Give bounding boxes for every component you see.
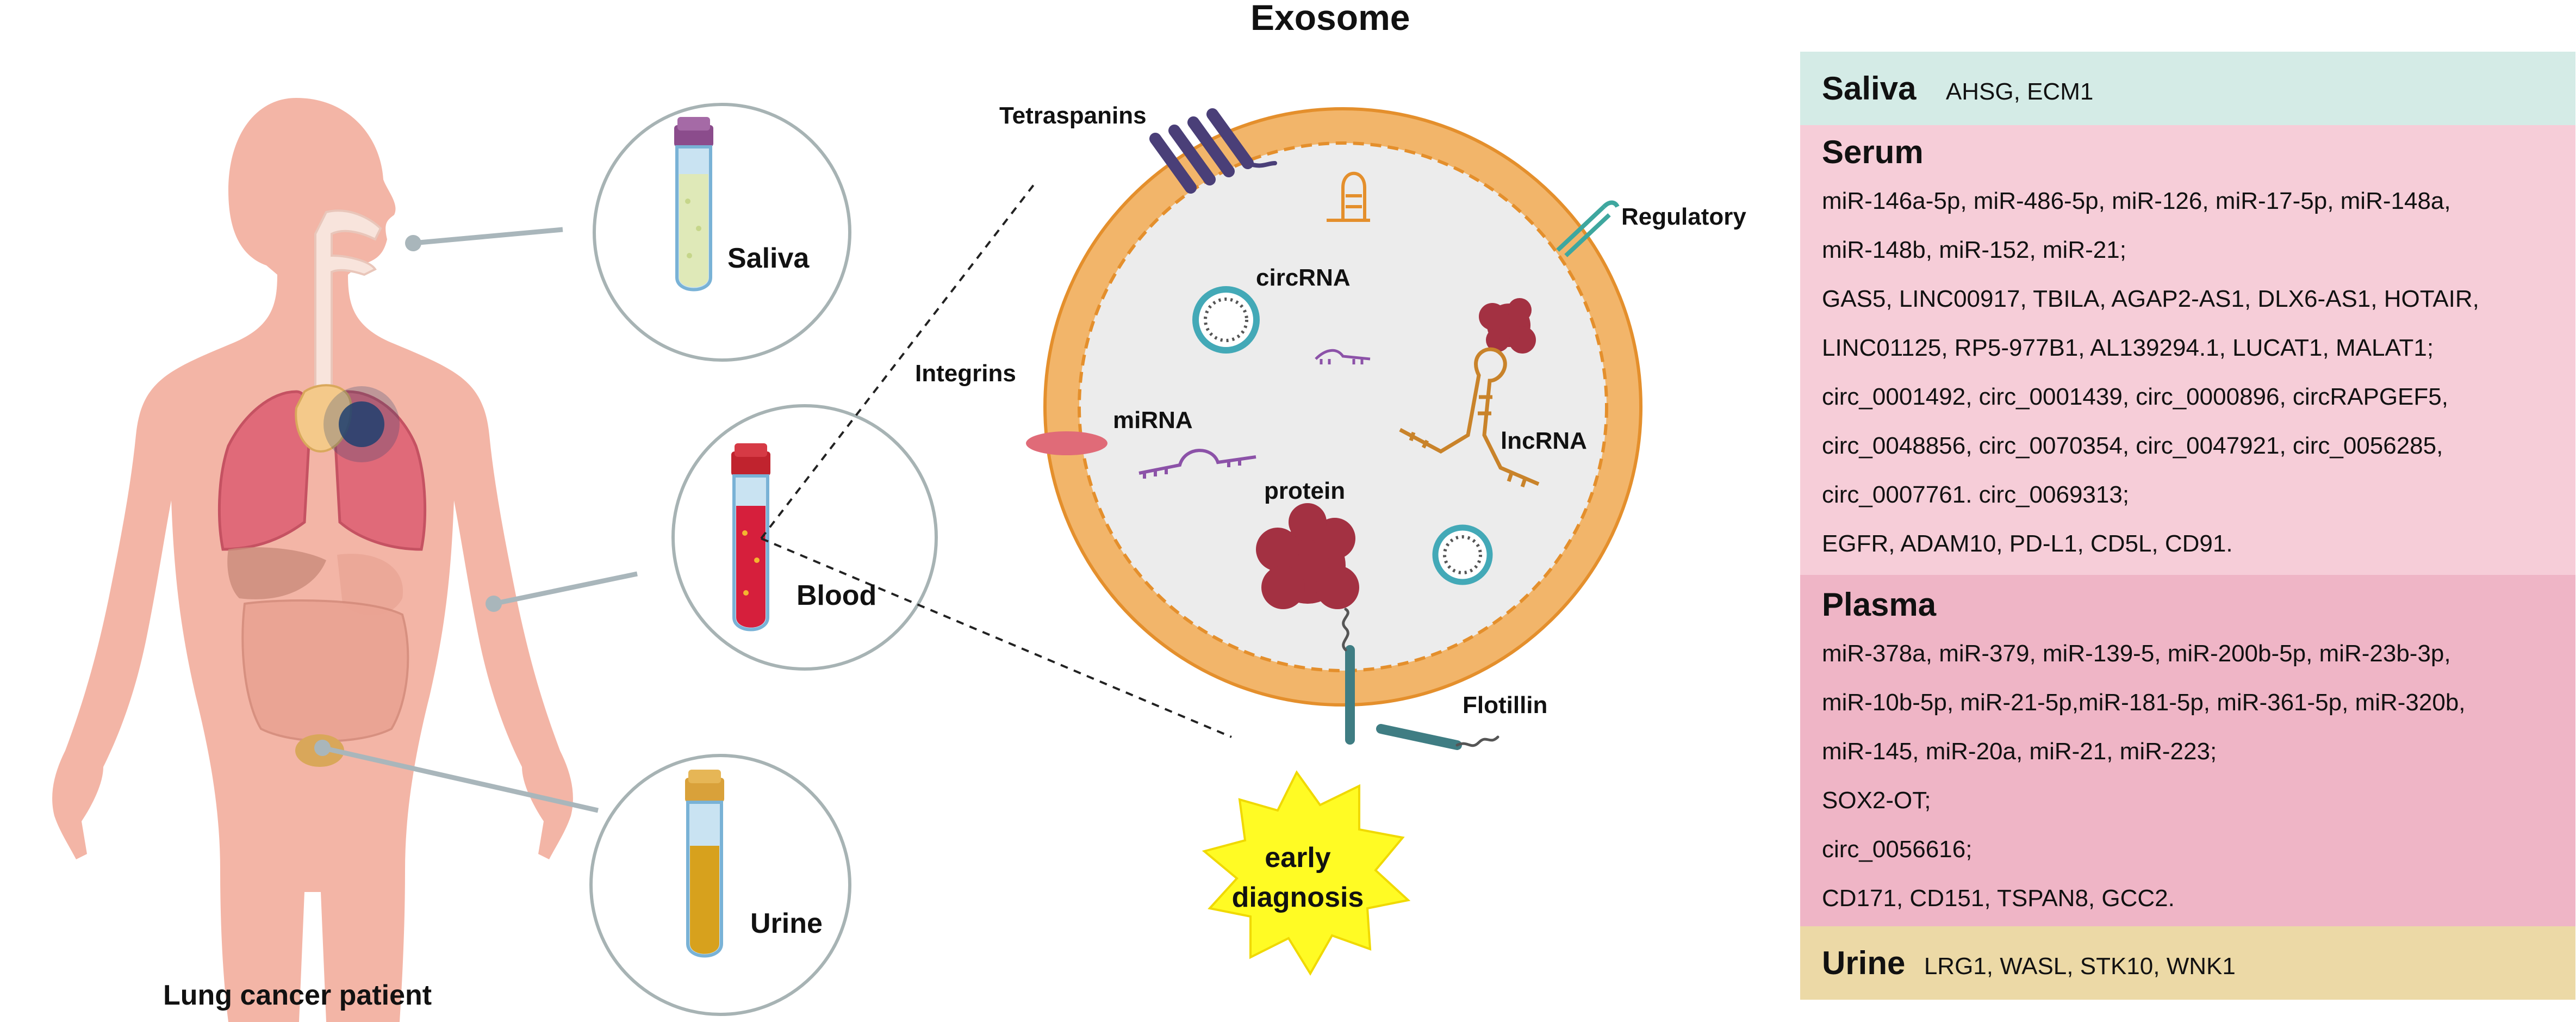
stomach — [337, 554, 403, 616]
blood-sample-circle — [671, 404, 938, 671]
panel-serum-list: miR-146a-5p, miR-486-5p, miR-126, miR-17… — [1822, 177, 2575, 568]
serum-line: GAS5, LINC00917, TBILA, AGAP2-AS1, DLX6-… — [1822, 286, 2479, 312]
human-body-figure — [52, 98, 573, 1022]
serum-line: miR-148b, miR-152, miR-21; — [1822, 237, 2126, 263]
serum-line: LINC01125, RP5-977B1, AL139294.1, LUCAT1… — [1822, 335, 2434, 361]
flotillin-protein — [1342, 608, 1499, 750]
serum-line: miR-146a-5p, miR-486-5p, miR-126, miR-17… — [1822, 188, 2451, 214]
urine-sample-label: Urine — [750, 908, 823, 939]
sample-connectors — [314, 227, 638, 813]
mirna-molecule-small — [1315, 349, 1371, 364]
regulatory-label: Regulatory — [1621, 203, 1746, 230]
plasma-line: miR-10b-5p, miR-21-5p,miR-181-5p, miR-36… — [1822, 689, 2466, 716]
lncrna-label: lncRNA — [1501, 428, 1587, 454]
intestines — [241, 599, 409, 742]
zoom-lines — [760, 181, 1232, 738]
early-diagnosis-star — [1202, 770, 1411, 976]
tumor-spot — [339, 401, 384, 447]
panel-serum-bg — [1800, 125, 2575, 575]
hairpin-rna-top — [1327, 171, 1370, 222]
protein-cluster-large — [1256, 503, 1359, 609]
blood-tube-cap — [731, 451, 770, 476]
connector-urine — [322, 745, 599, 813]
panel-saliva-bg — [1800, 52, 2575, 125]
plasma-line: SOX2-OT; — [1822, 787, 1931, 814]
panel-serum: Serum miR-146a-5p, miR-486-5p, miR-126, … — [1800, 125, 2575, 575]
panel-urine: Urine LRG1, WASL, STK10, WNK1 — [1800, 926, 2575, 1000]
urine-tube-cap — [685, 778, 724, 802]
panel-plasma: Plasma miR-378a, miR-379, miR-139-5, miR… — [1800, 575, 2575, 926]
regulatory-receptor — [1556, 200, 1620, 257]
zoom-line-bottom — [761, 537, 1232, 738]
circrna-label: circRNA — [1256, 264, 1351, 291]
serum-line: circ_0001492, circ_0001439, circ_0000896… — [1822, 383, 2448, 410]
tetraspanins-label: Tetraspanins — [999, 102, 1147, 129]
mirna-label: miRNA — [1113, 407, 1193, 433]
early-diagnosis-line1: early — [1265, 842, 1331, 874]
connector-blood — [493, 571, 638, 606]
connector-saliva — [413, 227, 563, 246]
liver — [227, 547, 326, 599]
plasma-line: miR-378a, miR-379, miR-139-5, miR-200b-5… — [1822, 640, 2451, 667]
plasma-line: circ_0056616; — [1822, 836, 1973, 863]
circrna-molecule-small — [1432, 524, 1493, 585]
plasma-line: miR-145, miR-20a, miR-21, miR-223; — [1822, 738, 2217, 765]
panel-saliva-markers: AHSG, ECM1 — [1945, 78, 2094, 105]
saliva-sample-circle — [593, 103, 851, 362]
panel-urine-heading: Urine — [1822, 945, 1906, 981]
panel-plasma-bg — [1800, 575, 2575, 926]
integrins-label: Integrins — [915, 360, 1016, 387]
tetraspanin-protein — [1149, 108, 1277, 194]
diagram-title: Exosome — [1250, 0, 1410, 38]
panel-plasma-list: miR-378a, miR-379, miR-139-5, miR-200b-5… — [1822, 629, 2575, 923]
panel-plasma-heading: Plasma — [1822, 586, 1937, 623]
panel-saliva-heading: Saliva — [1822, 70, 1917, 107]
tumor-glow — [323, 386, 400, 462]
zoom-line-top — [760, 181, 1037, 540]
serum-line: circ_0048856, circ_0070354, circ_0047921… — [1822, 432, 2443, 459]
integrin-protein — [1026, 431, 1107, 455]
airway-trachea — [314, 209, 382, 393]
flotillin-label: Flotillin — [1463, 692, 1548, 719]
plasma-line: CD171, CD151, TSPAN8, GCC2. — [1822, 885, 2175, 912]
mirna-molecule — [1138, 449, 1256, 479]
serum-line: EGFR, ADAM10, PD-L1, CD5L, CD91. — [1822, 530, 2233, 557]
circrna-molecule — [1192, 286, 1260, 354]
patient-label: Lung cancer patient — [163, 980, 432, 1011]
panel-serum-heading: Serum — [1822, 134, 1924, 170]
urine-sample-circle — [589, 754, 851, 1016]
panel-urine-markers: LRG1, WASL, STK10, WNK1 — [1924, 953, 2236, 980]
protein-label: protein — [1264, 478, 1346, 504]
panel-urine-bg — [1800, 926, 2575, 1000]
protein-cluster-small — [1479, 298, 1536, 354]
lncrna-molecule — [1399, 347, 1540, 488]
early-diagnosis-line2: diagnosis — [1231, 882, 1364, 913]
serum-line: circ_0007761. circ_0069313; — [1822, 481, 2130, 508]
panel-saliva: Saliva AHSG, ECM1 — [1800, 52, 2575, 125]
saliva-sample-label: Saliva — [727, 243, 810, 274]
blood-sample-label: Blood — [797, 580, 877, 611]
